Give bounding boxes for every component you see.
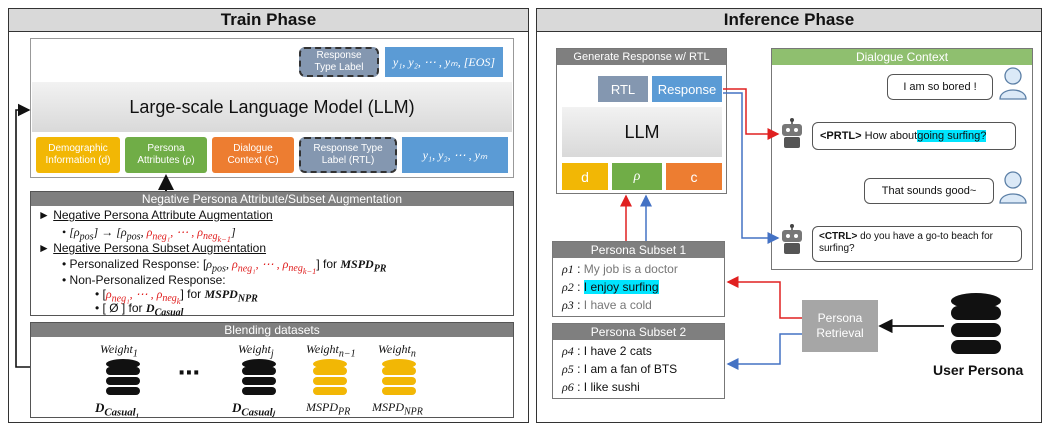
- p4-text: I have 2 cats: [583, 344, 652, 358]
- inference-input-rho: ρ: [612, 163, 662, 190]
- augmentation-box: [30, 191, 514, 316]
- persona-retrieval-box: Persona Retrieval: [802, 300, 878, 352]
- inference-phase-title: Inference Phase: [537, 9, 1041, 32]
- blending-title: Blending datasets: [31, 323, 513, 337]
- persona-subset-1-title: Persona Subset 1: [553, 242, 724, 258]
- llm-box: Large-scale Language Model (LLM): [32, 82, 512, 132]
- npr-negs-line: • [ρneg₁, ⋯ , ρnegk] for MSPDNPR: [95, 287, 258, 307]
- dataset-mspd-npr-label: MSPDNPR: [372, 400, 423, 418]
- user-avatar-icon: [999, 67, 1027, 100]
- p1-id: ρ1: [562, 262, 574, 276]
- subset-aug-heading-text: Negative Persona Subset Augmentation: [53, 241, 267, 255]
- prtl-highlight: going surfing?: [917, 130, 987, 142]
- p4-id: ρ4: [562, 344, 574, 358]
- weight-n-minus-1-label: Weightn−1: [306, 342, 356, 360]
- augmentation-title: Negative Persona Attribute/Subset Augmen…: [31, 192, 513, 206]
- input-response-type-label: Response Type Label (RTL): [299, 137, 397, 173]
- generate-response-title: Generate Response w/ RTL: [557, 49, 726, 65]
- input-output-sequence: y₁, y₂, ⋯ , yₘ: [402, 137, 508, 173]
- ellipsis: ⋯: [178, 360, 200, 385]
- dataset-casual-j-label: DCasualⱼ: [232, 400, 275, 419]
- persona-p5: ρ5 : I am a fan of BTS: [562, 362, 678, 376]
- nonpers-label: Non-Personalized Response:: [69, 273, 226, 287]
- weight-n-label: Weightn: [378, 342, 416, 360]
- inference-input-d: d: [562, 163, 608, 190]
- persona-p3: ρ3 : I have a cold: [562, 298, 652, 312]
- inference-arrows: [620, 88, 944, 370]
- p6-id: ρ6: [562, 380, 574, 394]
- database-icon-casual-1: [106, 359, 140, 395]
- p5-text: I am a fan of BTS: [583, 362, 678, 376]
- attr-aug-heading: ► Negative Persona Attribute Augmentatio…: [38, 208, 273, 222]
- message-user-2: That sounds good~: [864, 178, 994, 204]
- user-persona-label: User Persona: [933, 362, 1024, 378]
- train-phase-title: Train Phase: [9, 9, 528, 32]
- subset-aug-heading: ► Negative Persona Subset Augmentation: [38, 241, 267, 255]
- persona-p1: ρ1 : My job is a doctor: [562, 262, 678, 276]
- robot-avatar-icon: [782, 118, 802, 148]
- p5-id: ρ5: [562, 362, 574, 376]
- message-bot-prtl: <PRTL> How about going surfing?: [812, 122, 1016, 150]
- p3-id: ρ3: [562, 298, 574, 312]
- robot-avatar-icon-2: [782, 224, 802, 254]
- dataset-mspd-pr-label: MSPDPR: [306, 400, 351, 418]
- p1-text: My job is a doctor: [583, 262, 678, 276]
- database-icon-mspd-npr: [382, 359, 416, 395]
- message-user-1-text: I am so bored !: [903, 81, 977, 93]
- attr-aug-heading-text: Negative Persona Attribute Augmentation: [53, 208, 273, 222]
- persona-p2: ρ2 : I enjoy surfing: [562, 280, 659, 294]
- input-demographic: Demographic Information (d): [36, 137, 120, 173]
- input-dialogue-context: Dialogue Context (C): [212, 137, 294, 173]
- inference-llm-box: LLM: [562, 107, 722, 157]
- response-box: Response: [652, 76, 722, 102]
- user-avatar-icon-2: [999, 171, 1027, 204]
- message-bot-ctrl: <CTRL> do you have a go-to beach for sur…: [812, 226, 1022, 262]
- database-icon-mspd-pr: [313, 359, 347, 395]
- message-user-1: I am so bored !: [887, 74, 993, 100]
- persona-p4: ρ4 : I have 2 cats: [562, 344, 652, 358]
- response-type-label-box: Response Type Label: [299, 47, 379, 77]
- rtl-box: RTL: [598, 76, 648, 102]
- inference-input-c: c: [666, 163, 722, 190]
- nonpersonalized-response-line: • Non-Personalized Response:: [62, 273, 226, 287]
- input-persona-attributes: Persona Attributes (ρ): [125, 137, 207, 173]
- prtl-text: How about: [864, 130, 918, 142]
- ctrl-tag: <CTRL>: [819, 231, 858, 242]
- dialogue-context-title: Dialogue Context: [772, 49, 1032, 65]
- p6-text: I like sushi: [583, 380, 640, 394]
- personalized-response-line: • Personalized Response: [ρpos, ρneg₁, ⋯…: [62, 257, 387, 277]
- p2-text: I enjoy surfing: [583, 280, 659, 294]
- dataset-casual-1-label: DCasual₁: [95, 400, 140, 419]
- p3-text: I have a cold: [583, 298, 652, 312]
- persona-p6: ρ6 : I like sushi: [562, 380, 640, 394]
- user-persona-database-icon: [951, 293, 1001, 354]
- database-icon-casual-j: [242, 359, 276, 395]
- message-user-2-text: That sounds good~: [881, 185, 977, 197]
- weight-1-label: Weight1: [100, 342, 138, 360]
- persona-subset-2-title: Persona Subset 2: [553, 324, 724, 340]
- ctrl-text: do you have a go-to beach for surfing?: [819, 231, 993, 254]
- prtl-tag: <PRTL>: [820, 130, 862, 142]
- empty-set-line: • [ Ø ] for DCasual: [95, 301, 184, 319]
- weight-j-label: Weightj: [238, 342, 274, 360]
- p2-id: ρ2: [562, 280, 574, 294]
- attr-aug-bullet: • [ρpos] → [ρpos, ρneg₁, ⋯ , ρnegk−1]: [62, 225, 236, 245]
- train-arrows: [15, 103, 174, 368]
- output-sequence-box: y₁, y₂, ⋯ , yₘ, [EOS]: [385, 47, 503, 77]
